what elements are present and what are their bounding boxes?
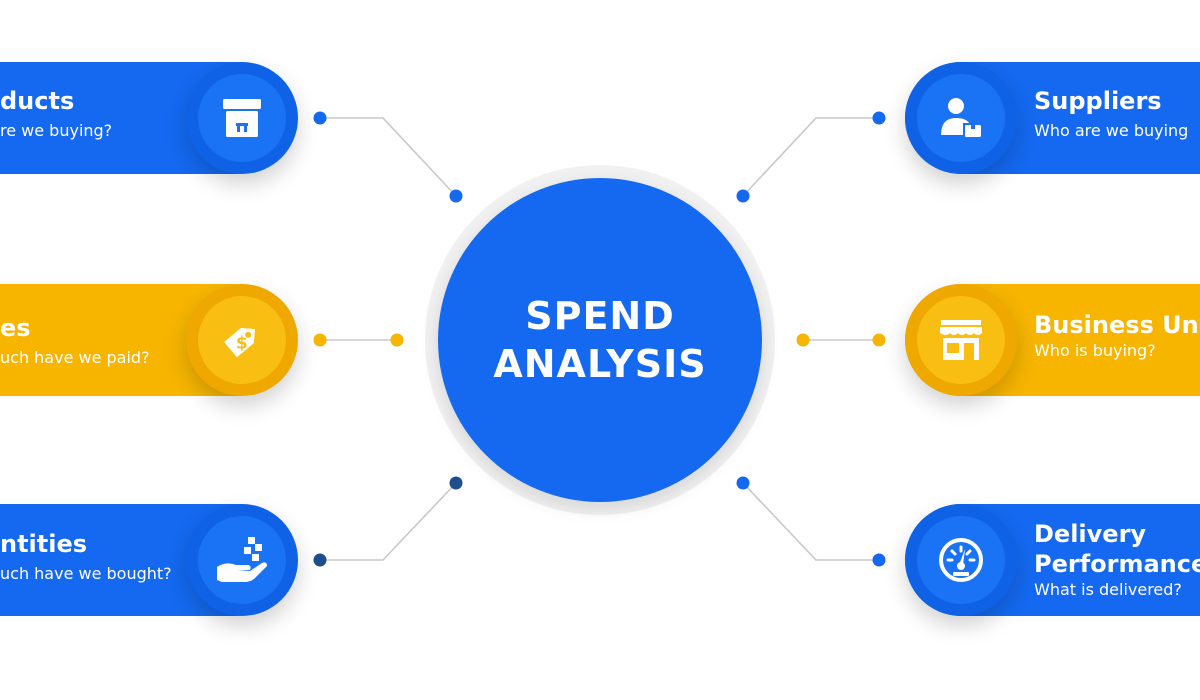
badge-delivery xyxy=(905,504,1017,616)
connector-quantities xyxy=(320,482,457,561)
badge-prices: $ xyxy=(186,284,298,396)
hub-title-line1: SPEND xyxy=(525,294,675,338)
hand-boxes-icon xyxy=(217,537,267,582)
speedometer-icon xyxy=(939,538,983,582)
hub-title-line2: ANALYSIS xyxy=(493,342,707,386)
connector-dot xyxy=(449,476,463,490)
card-delivery-text: Delivery Performance What is delivered? xyxy=(1034,519,1200,601)
connector-dot xyxy=(872,553,886,567)
connector-dot xyxy=(390,333,404,347)
connector-dot xyxy=(736,189,750,203)
card-suppliers-text: Suppliers Who are we buying xyxy=(1034,86,1188,142)
card-delivery-title-line1: Delivery xyxy=(1034,520,1147,548)
card-suppliers-subtitle: Who are we buying xyxy=(1034,121,1189,140)
card-prices-text: es uch have we paid? xyxy=(0,313,150,369)
price-tag-icon: $ xyxy=(224,327,256,358)
svg-text:$: $ xyxy=(236,334,248,354)
card-quantities-title: ntities xyxy=(0,530,88,558)
badge-quantities xyxy=(186,504,298,616)
connector-dot xyxy=(313,333,327,347)
connector-delivery xyxy=(742,482,879,561)
card-business-units-title: Business Uni xyxy=(1034,311,1200,339)
connector-dot xyxy=(736,476,750,490)
badge-products xyxy=(186,62,298,174)
hub-circle: SPEND ANALYSIS xyxy=(438,178,762,502)
card-suppliers-title: Suppliers xyxy=(1034,87,1162,115)
card-prices-title: es xyxy=(0,314,31,342)
card-quantities-text: ntities uch have we bought? xyxy=(0,529,172,585)
connector-dot xyxy=(872,333,886,347)
connector-suppliers xyxy=(742,117,879,197)
card-delivery-subtitle: What is delivered? xyxy=(1034,580,1182,599)
connector-products xyxy=(320,117,457,197)
card-business-units-subtitle: Who is buying? xyxy=(1034,341,1156,360)
card-products-title: ducts xyxy=(0,87,75,115)
supplier-icon xyxy=(941,98,981,137)
badge-business-units xyxy=(905,284,1017,396)
card-prices-subtitle: uch have we paid? xyxy=(0,348,150,367)
card-products-text: ducts re we buying? xyxy=(0,86,112,142)
badge-suppliers xyxy=(905,62,1017,174)
connector-dot xyxy=(796,333,810,347)
card-quantities-subtitle: uch have we bought? xyxy=(0,564,172,583)
card-business-units-text: Business Uni Who is buying? xyxy=(1034,310,1200,362)
connector-dot xyxy=(872,111,886,125)
connector-dot xyxy=(313,111,327,125)
box-icon xyxy=(223,99,261,137)
store-icon xyxy=(940,320,982,360)
card-delivery-title-line2: Performance xyxy=(1034,550,1200,578)
connector-dot xyxy=(449,189,463,203)
connector-dot xyxy=(313,553,327,567)
card-products-subtitle: re we buying? xyxy=(0,121,113,140)
